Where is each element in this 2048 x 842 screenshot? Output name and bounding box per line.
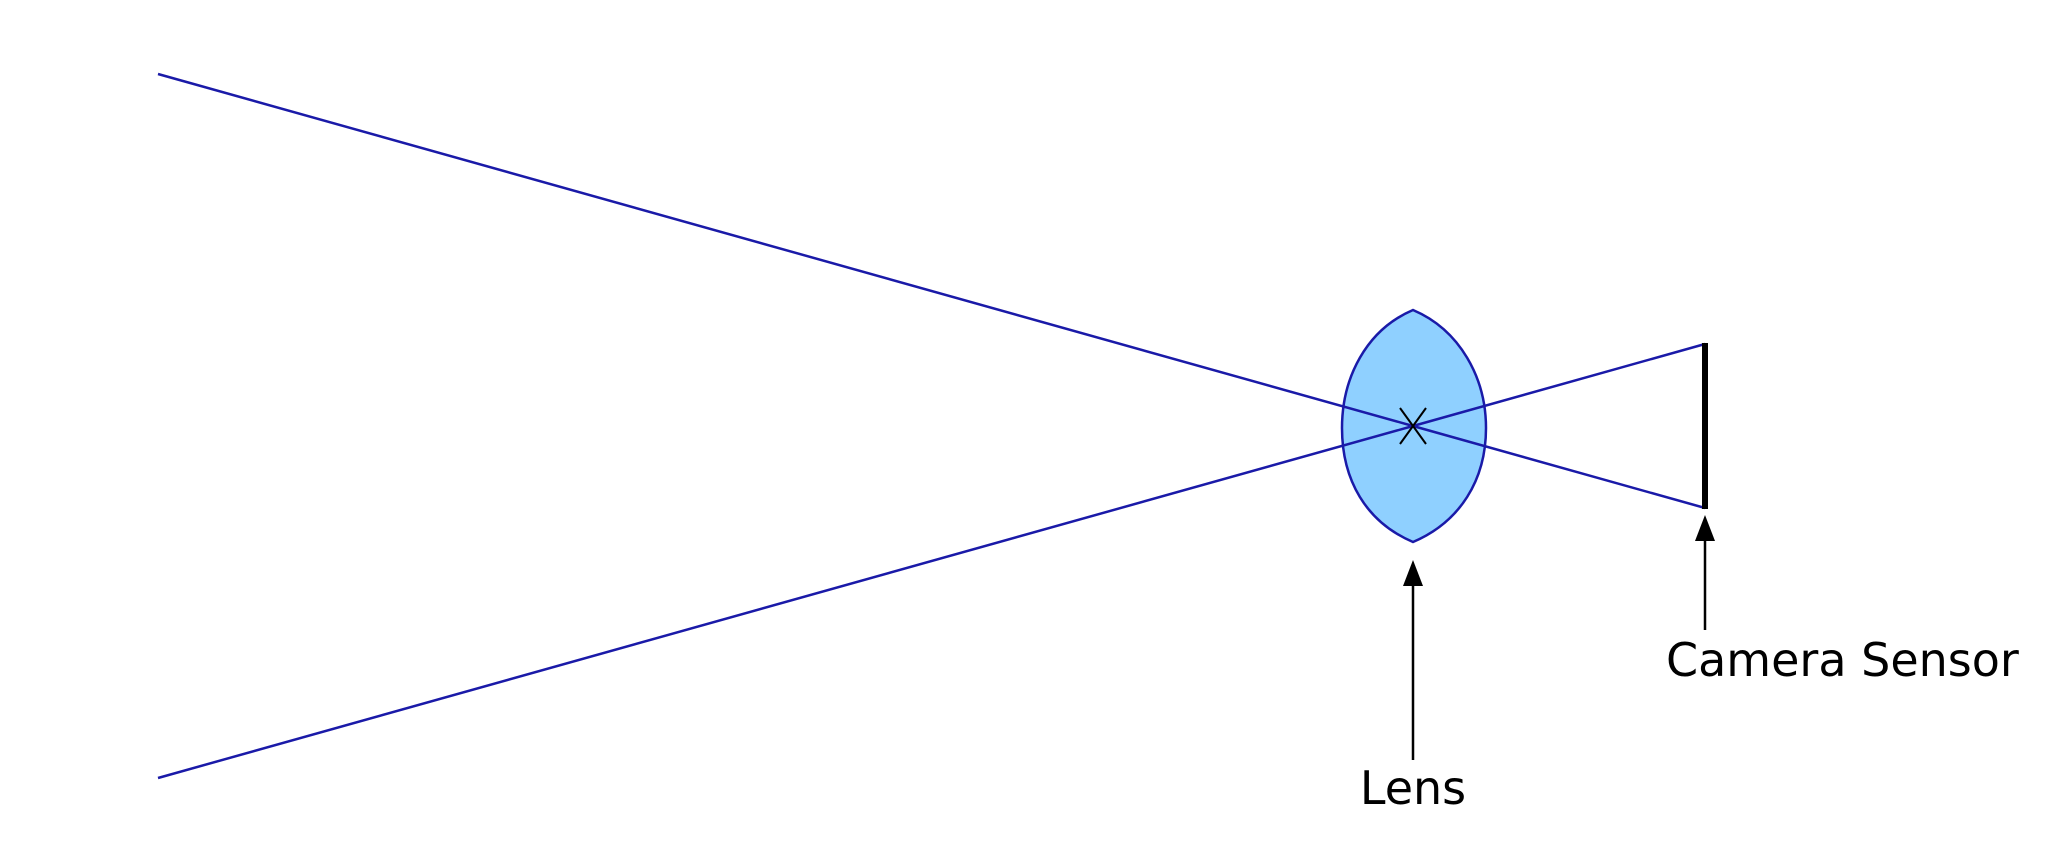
ray-upper-outgoing — [1412, 424, 1706, 510]
optical-center-cross — [1399, 407, 1427, 445]
ray-lower-outgoing — [1412, 342, 1706, 428]
lens-label: Lens — [1360, 761, 1466, 815]
sensor-pointer-arrow — [1695, 515, 1715, 630]
camera-sensor-label: Camera Sensor — [1666, 633, 2019, 687]
lens-pointer-arrow — [1403, 560, 1423, 760]
ray-lower-incoming — [157, 424, 1414, 780]
ray-upper-incoming — [157, 72, 1414, 428]
